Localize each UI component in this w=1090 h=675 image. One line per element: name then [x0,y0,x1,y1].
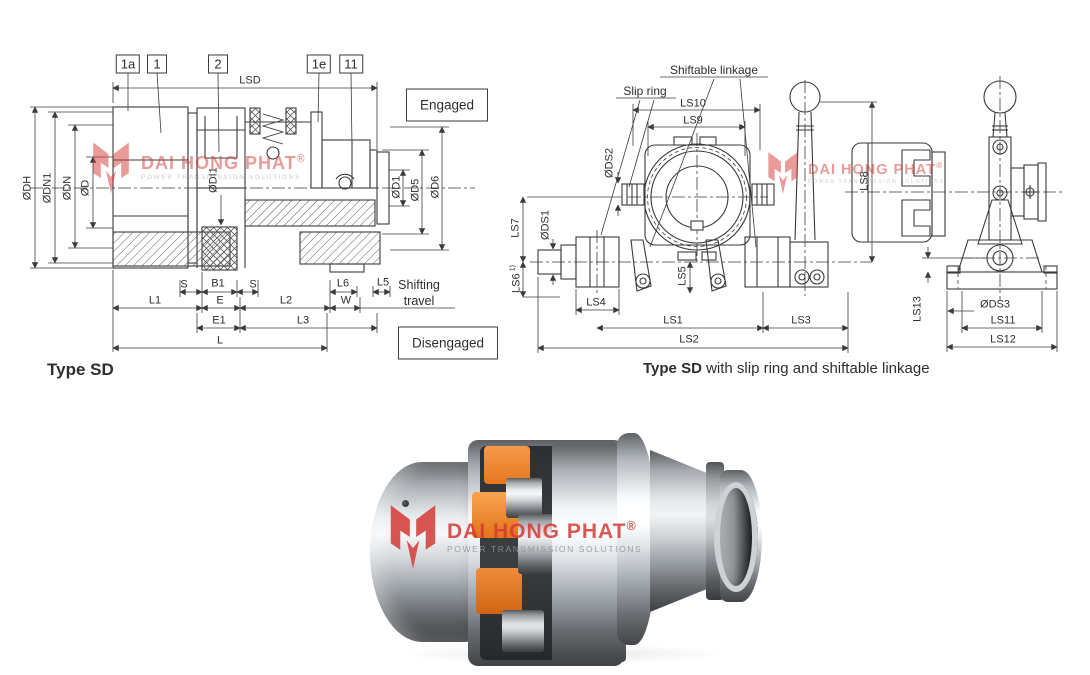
dim-label-dn1: ØDN1 [41,172,54,204]
part-callout-1a: 1a [115,54,141,74]
dim-label-l3: L3 [296,314,310,327]
right-drawing-linework [519,76,1062,353]
dim-label-d: ØD [79,179,92,197]
dim-label-dn: ØDN [61,175,74,201]
dim-label-ds2: ØDS2 [603,148,616,178]
left-length-dims [112,270,455,352]
jaw-tooth [518,514,554,574]
dim-label-ls6: LS6 1) [509,264,523,294]
detent-ball [266,146,280,160]
detent-spring [261,113,285,145]
right-dims [519,101,877,353]
right-diameter-dims [382,126,449,251]
dim-label-w: W [340,294,352,307]
elastomer-section [201,226,238,271]
left-drawing-linework [30,72,475,352]
elastomer-spider-segment [484,446,530,484]
dim-label-e1: E1 [212,314,226,327]
dim-label-b1: B1 [211,277,225,290]
left-diameter-dims [30,106,225,269]
left-hub [370,462,476,642]
dim-label-ls7: LS7 [509,218,522,238]
dim-label-ds3: ØDS3 [980,298,1010,311]
dim-label-s1: S [180,278,188,291]
dim-label-di1: ØDI1 [207,167,220,193]
callout-leaders [600,76,768,248]
dim-label-shifting: Shifting [398,277,440,292]
dim-label-ls10: LS10 [680,97,706,110]
elastomer-spider-segment [476,568,522,614]
dim-label-ls11: LS11 [990,314,1016,327]
right-caption: Type SD with slip ring and shiftable lin… [643,360,930,377]
dim-label-ls2: LS2 [679,333,699,346]
side-view [851,80,1058,290]
set-screw-hole [402,500,409,507]
jaw-tooth [502,610,544,652]
dim-label-ls1: LS1 [663,314,683,327]
dim-label-ls13: LS13 [911,296,924,322]
dim-label-l5: L5 [376,276,390,289]
dim-label-dh: ØDH [21,175,34,201]
dim-lsd [112,82,378,149]
shift-lever-arm-left [630,239,652,292]
dim-label-ls8: LS8 [858,171,871,191]
left-caption: Type SD [47,360,114,379]
dim-label-d6: ØD6 [429,175,442,199]
slip-ring-pins [621,183,775,206]
dim-label-l1: L1 [148,294,162,307]
shift-lever-arm-right [705,239,727,292]
dim-label-d5: ØD5 [409,178,422,202]
part-callout-1e: 1e [306,54,332,74]
dim-label-ls3: LS3 [791,314,811,327]
dim-label-ls12: LS12 [990,333,1016,346]
dim-label-l: L [216,334,224,347]
part-callout-1: 1 [147,54,167,74]
jaw-tooth [506,478,542,518]
sleeve-right-band [552,444,626,662]
dim-label-ls5: LS5 [676,266,689,286]
callout-shiftable-linkage: Shiftable linkage [669,63,759,77]
shift-fork [789,241,829,288]
dim-label-travel: travel [403,293,435,308]
tapered-drum [650,450,706,612]
dim-label-ds1: ØDS1 [539,210,552,240]
callout-slip-ring: Slip ring [623,84,667,98]
disengaged-label: Disengaged [397,326,499,360]
dim-label-l2: L2 [279,294,293,307]
part-callout-11: 11 [339,54,363,74]
dim-label-e: E [216,294,224,307]
part-callout-2: 2 [208,54,228,74]
slip-ring-body [575,236,620,288]
dim-label-l6: L6 [336,277,350,290]
dim-label-s2: S [249,278,257,291]
engaged-label: Engaged [405,88,489,122]
dim-label-d1: ØD1 [390,175,403,199]
flange-disc [617,433,655,645]
side-view-dims [922,247,1058,352]
dim-label-ls9: LS9 [683,114,703,127]
shaft-bore [714,482,758,592]
dim-label-lsd: LSD [239,74,261,87]
coupling-product-photo: DAI HONG PHAT® POWER TRANSMISSION SOLUTI… [368,420,762,668]
dim-label-ls4: LS4 [586,296,606,309]
